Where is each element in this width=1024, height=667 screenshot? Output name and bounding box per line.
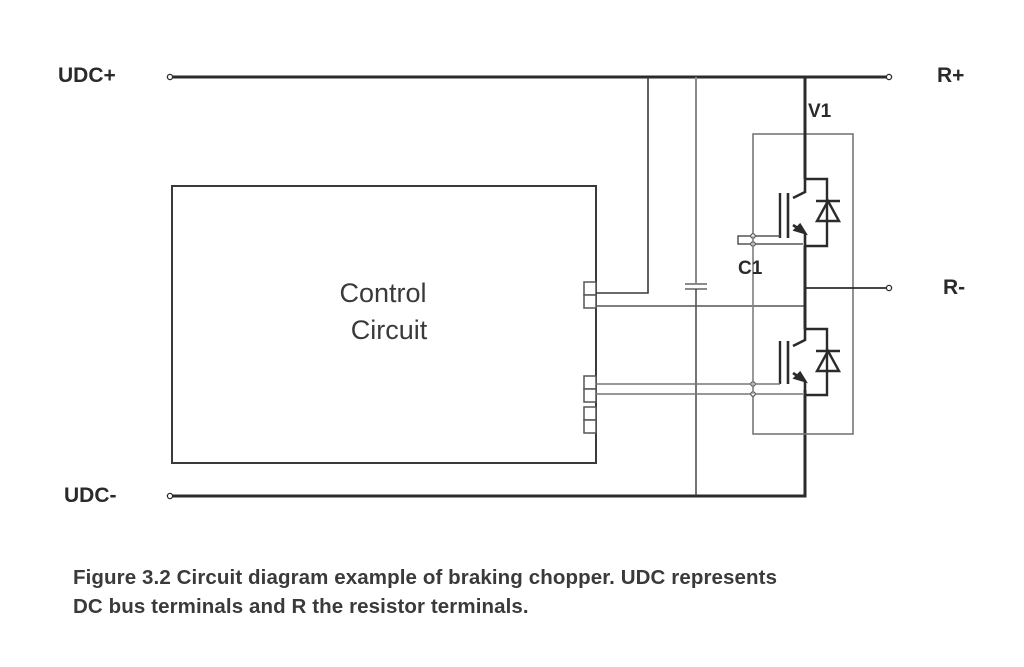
- r-minus-label: R-: [943, 276, 966, 299]
- lower-igbt-icon: [778, 329, 808, 396]
- udc-plus-terminal-node[interactable]: [166, 73, 174, 81]
- lower-gate-wiring: [596, 383, 803, 395]
- udc-plus-label: UDC+: [58, 64, 116, 87]
- r-plus-label: R+: [937, 64, 965, 87]
- control-circuit-label: Control Circuit: [318, 275, 448, 349]
- figure-caption: Figure 3.2 Circuit diagram example of br…: [73, 563, 777, 621]
- caption-line2: DC bus terminals and R the resistor term…: [73, 595, 529, 618]
- control-label-line2: Circuit: [350, 315, 428, 345]
- udc-plus-sense-wire: [596, 77, 649, 294]
- upper-freewheel-diode-icon: [805, 177, 842, 248]
- r-plus-terminal-node[interactable]: [885, 73, 893, 81]
- c1-label: C1: [738, 258, 763, 279]
- upper-gate-wiring: [737, 235, 803, 245]
- v1-module-box: [752, 133, 854, 435]
- r-minus-terminal-node[interactable]: [885, 284, 893, 292]
- control-connector-pins: [583, 281, 597, 434]
- udc-minus-terminal-node[interactable]: [166, 492, 174, 500]
- udc-minus-bus: [172, 390, 807, 498]
- v1-label: V1: [808, 101, 832, 122]
- lower-freewheel-diode-icon: [805, 327, 842, 397]
- control-label-line1: Control: [339, 278, 427, 308]
- upper-igbt-icon: [778, 179, 808, 248]
- udc-minus-label: UDC-: [64, 484, 117, 507]
- caption-line1: Figure 3.2 Circuit diagram example of br…: [73, 566, 778, 589]
- control-circuit-block: [171, 185, 597, 464]
